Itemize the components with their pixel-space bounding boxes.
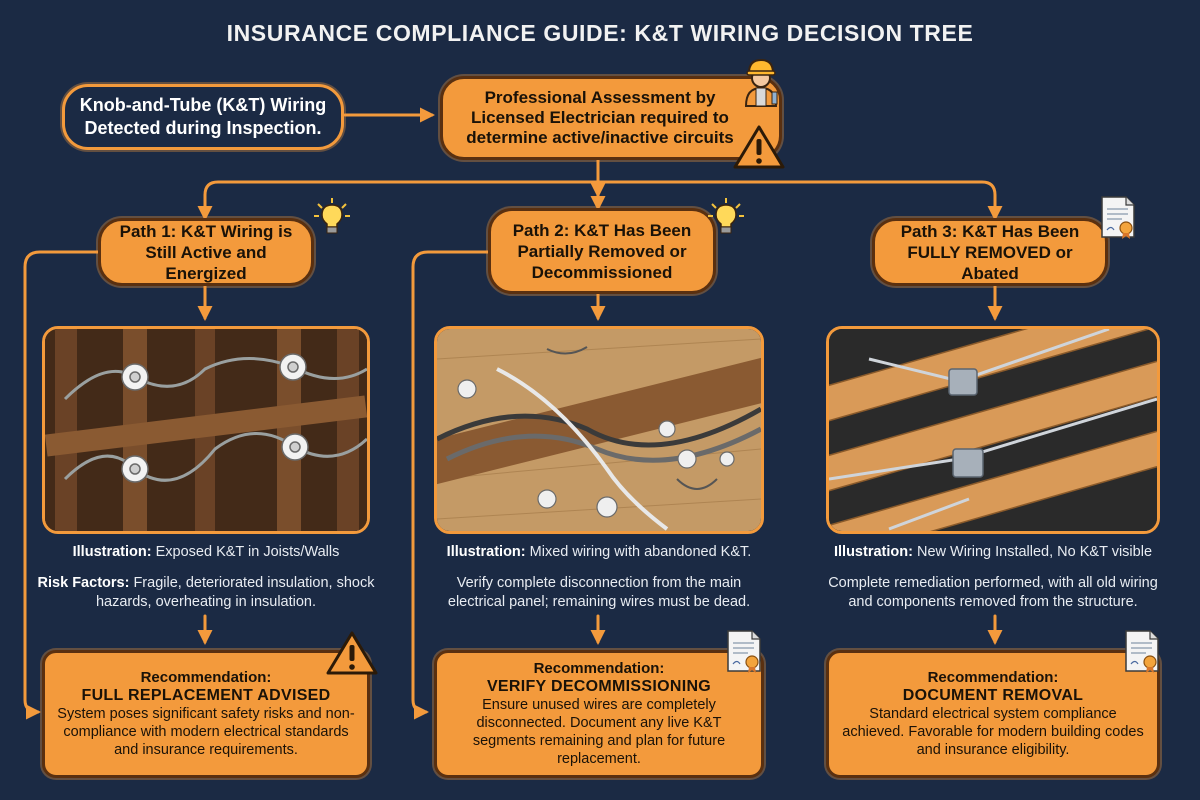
recommendation-2-box: Recommendation: VERIFY DECOMMISSIONING E… — [434, 650, 764, 778]
path-3-illustration-label: Illustration: — [833, 544, 913, 560]
path-3-label: Path 3: K&T Has Been FULLY REMOVED or Ab… — [900, 221, 1080, 283]
side-loop-path2 — [411, 250, 490, 720]
lightbulb-icon — [708, 198, 744, 234]
rec-3-heading: Recommendation: — [927, 669, 1059, 686]
rec-1-title: FULL REPLACEMENT ADVISED — [81, 687, 331, 704]
rec-2-title: VERIFY DECOMMISSIONING — [486, 678, 712, 695]
illustration-exposed-kt — [42, 326, 370, 534]
path-1-box: Path 1: K&T Wiring is Still Active and E… — [98, 218, 314, 286]
path-2-note: Verify complete disconnection from the m… — [434, 574, 764, 612]
rec-2-text: Ensure unused wires are completely disco… — [472, 697, 726, 767]
electrician-icon — [744, 58, 778, 107]
warning-icon — [326, 631, 378, 675]
path-3-note: Complete remediation performed, with all… — [826, 574, 1160, 612]
path-2-illustration-caption: Illustration: Mixed wiring with abandone… — [424, 543, 774, 562]
assessment-text: Professional Assessment by Licensed Elec… — [466, 88, 734, 147]
certificate-icon — [1125, 630, 1159, 673]
lightbulb-icon — [314, 198, 350, 234]
side-loop-path1 — [23, 250, 100, 720]
recommendation-1-box: Recommendation: FULL REPLACEMENT ADVISED… — [42, 650, 370, 778]
path-1-label: Path 1: K&T Wiring is Still Active and E… — [119, 221, 293, 283]
recommendation-3-box: Recommendation: DOCUMENT REMOVAL Standar… — [826, 650, 1160, 778]
path-1-risk-factors: Risk Factors: Fragile, deteriorated insu… — [36, 574, 376, 612]
rec-2-heading: Recommendation: — [533, 660, 665, 677]
rec-1-text: System poses significant safety risks an… — [57, 706, 355, 758]
path-3-illustration-text: New Wiring Installed, No K&T visible — [916, 544, 1153, 560]
detection-box: Knob-and-Tube (K&T) Wiring Detected duri… — [62, 84, 344, 150]
split-bar — [203, 180, 997, 217]
warning-icon — [733, 125, 785, 169]
path-3-note-text: Complete remediation performed, with all… — [828, 575, 1158, 610]
illustration-new-wiring — [826, 326, 1160, 534]
path-1-illustration-caption: Illustration: Exposed K&T in Joists/Wall… — [36, 543, 376, 562]
illustration-mixed-wiring — [434, 326, 764, 534]
path-2-label: Path 2: K&T Has Been Partially Removed o… — [512, 220, 692, 282]
rec-3-title: DOCUMENT REMOVAL — [902, 687, 1084, 704]
detection-text: Knob-and-Tube (K&T) Wiring Detected duri… — [79, 95, 327, 138]
path-1-note-text: Fragile, deteriorated insulation, shock … — [95, 575, 375, 610]
page-title: INSURANCE COMPLIANCE GUIDE: K&T WIRING D… — [226, 20, 974, 46]
certificate-icon — [727, 630, 761, 673]
path-2-illustration-text: Mixed wiring with abandoned K&T. — [529, 544, 752, 560]
rec-1-heading: Recommendation: — [140, 669, 272, 686]
path-2-box: Path 2: K&T Has Been Partially Removed o… — [488, 208, 716, 294]
path-3-box: Path 3: K&T Has Been FULLY REMOVED or Ab… — [872, 218, 1108, 286]
path-1-illustration-text: Exposed K&T in Joists/Walls — [155, 544, 340, 560]
path-2-note-text: Verify complete disconnection from the m… — [447, 575, 751, 610]
path-1-note-label: Risk Factors: — [37, 575, 130, 591]
assessment-box: Professional Assessment by Licensed Elec… — [440, 76, 782, 160]
certificate-icon — [1101, 196, 1135, 239]
rec-3-text: Standard electrical system compliance ac… — [842, 706, 1144, 758]
path-3-illustration-caption: Illustration: New Wiring Installed, No K… — [820, 543, 1166, 562]
path-1-illustration-label: Illustration: — [72, 544, 152, 560]
path-2-illustration-label: Illustration: — [446, 544, 526, 560]
